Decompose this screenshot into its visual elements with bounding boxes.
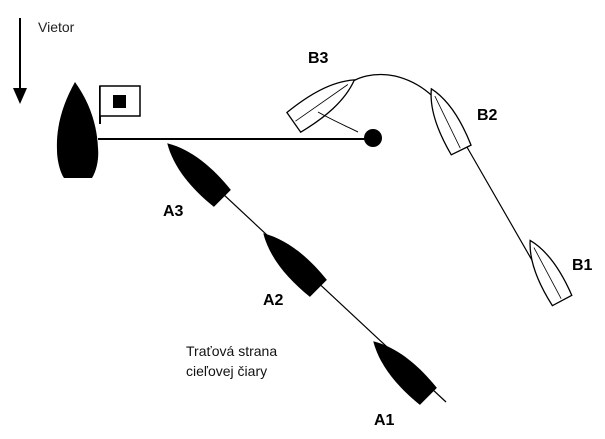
boat-a3-icon bbox=[167, 143, 231, 207]
boat-a2-icon bbox=[263, 233, 327, 297]
boat-b2-icon bbox=[430, 87, 472, 156]
boat-b3-icon bbox=[286, 79, 356, 134]
wind-label: Vietor bbox=[38, 19, 75, 35]
label-a1: A1 bbox=[374, 412, 395, 429]
label-b1: B1 bbox=[572, 257, 593, 274]
square-flag-icon bbox=[99, 85, 141, 124]
note-line-1: Traťová strana bbox=[186, 343, 277, 359]
label-b2: B2 bbox=[477, 107, 498, 124]
boat-b1-icon bbox=[529, 239, 573, 307]
label-a3: A3 bbox=[163, 203, 184, 220]
boat-b3-wake bbox=[317, 111, 359, 133]
wind-arrow-icon bbox=[13, 18, 27, 104]
label-b3: B3 bbox=[308, 50, 329, 67]
boat-a1-icon bbox=[373, 341, 437, 405]
label-a2: A2 bbox=[263, 292, 284, 309]
finish-buoy-icon bbox=[364, 129, 382, 147]
committee-boat-icon bbox=[56, 82, 99, 178]
note-line-2: cieľovej čiary bbox=[186, 363, 267, 379]
